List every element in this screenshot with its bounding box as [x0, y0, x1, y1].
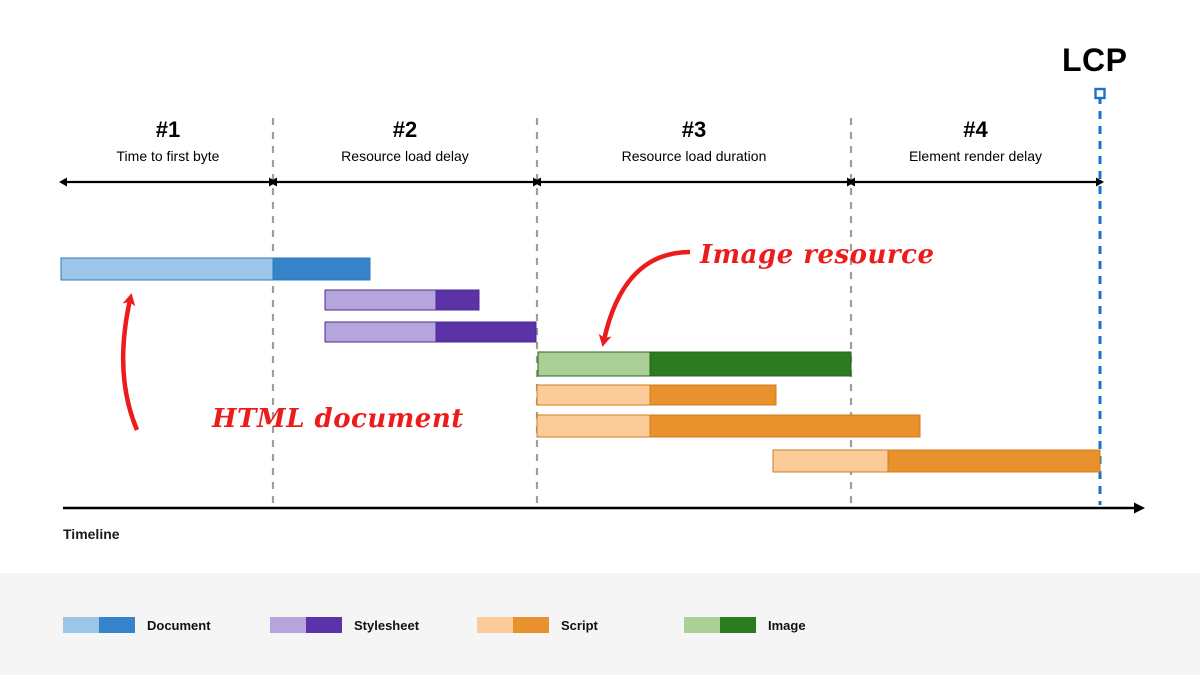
bar-segment-load — [435, 289, 480, 311]
waterfall-bar-group — [60, 257, 1101, 473]
legend-swatch-light — [63, 617, 99, 633]
bar-image-4 — [537, 351, 852, 377]
legend-swatch-light — [477, 617, 513, 633]
phase-2-header: #2 Resource load delay — [273, 117, 537, 165]
bar-stylesheet-3 — [324, 321, 537, 343]
bar-segment-delay — [60, 257, 274, 281]
legend-label-script: Script — [561, 617, 598, 633]
bar-segment-load — [649, 384, 777, 406]
html-document-arrow — [120, 293, 140, 431]
timeline-axis-label: Timeline — [63, 526, 120, 542]
legend-swatch-dark — [720, 617, 756, 633]
legend-swatch-dark — [306, 617, 342, 633]
bar-script-5 — [536, 384, 777, 406]
phase-divider-group — [271, 118, 853, 505]
bar-stylesheet-2 — [324, 289, 480, 311]
legend-label-stylesheet: Stylesheet — [354, 617, 420, 633]
legend-swatch-stylesheet — [270, 617, 342, 633]
legend-strip-background — [0, 573, 1200, 675]
bar-segment-delay — [536, 384, 651, 406]
annotation-image-resource: Image resource — [700, 240, 935, 270]
phase-4-description: Element render delay — [908, 148, 1043, 165]
phase-2-number: #2 — [392, 117, 418, 142]
bar-segment-load — [649, 414, 921, 438]
bar-segment-load — [649, 351, 852, 377]
bar-segment-load — [272, 257, 371, 281]
lcp-marker-line-group — [1094, 87, 1106, 505]
lcp-label: LCP — [1062, 42, 1128, 78]
legend-swatch-image — [684, 617, 756, 633]
legend-swatch-dark — [513, 617, 549, 633]
phase-3-header: #3 Resource load duration — [537, 117, 851, 165]
annotation-html-document: HTML document — [212, 404, 464, 434]
legend-swatch-light — [684, 617, 720, 633]
bar-segment-load — [435, 321, 537, 343]
legend-swatch-document — [63, 617, 135, 633]
bar-segment-delay — [536, 414, 651, 438]
legend-item-image[interactable]: Image — [684, 617, 806, 633]
phase-4-number: #4 — [963, 117, 988, 142]
bar-segment-delay — [537, 351, 651, 377]
legend-label-document: Document — [147, 617, 211, 633]
phase-2-description: Resource load delay — [341, 148, 469, 165]
bar-segment-delay — [324, 289, 437, 311]
legend-item-stylesheet[interactable]: Stylesheet — [270, 617, 419, 633]
bar-segment-delay — [324, 321, 437, 343]
bar-script-7 — [772, 449, 1101, 473]
bar-document-1 — [60, 257, 371, 281]
legend-item-document[interactable]: Document — [63, 617, 211, 633]
legend-swatch-script — [477, 617, 549, 633]
phase-4-header: #4 Element render delay — [851, 117, 1100, 165]
phase-1-header: #1 Time to first byte — [63, 117, 273, 165]
legend-swatch-dark — [99, 617, 135, 633]
phase-3-description: Resource load duration — [621, 148, 767, 165]
annotation-arrow-group — [120, 249, 691, 431]
legend-swatch-light — [270, 617, 306, 633]
phase-3-number: #3 — [681, 117, 707, 142]
bar-segment-load — [887, 449, 1101, 473]
phase-1-number: #1 — [155, 117, 181, 142]
image-resource-arrow — [598, 249, 691, 347]
phase-1-description: Time to first byte — [116, 148, 220, 165]
bar-segment-delay — [772, 449, 889, 473]
legend-item-script[interactable]: Script — [477, 617, 598, 633]
bar-script-6 — [536, 414, 921, 438]
lcp-marker-handle — [1094, 87, 1106, 100]
legend-label-image: Image — [768, 617, 806, 633]
